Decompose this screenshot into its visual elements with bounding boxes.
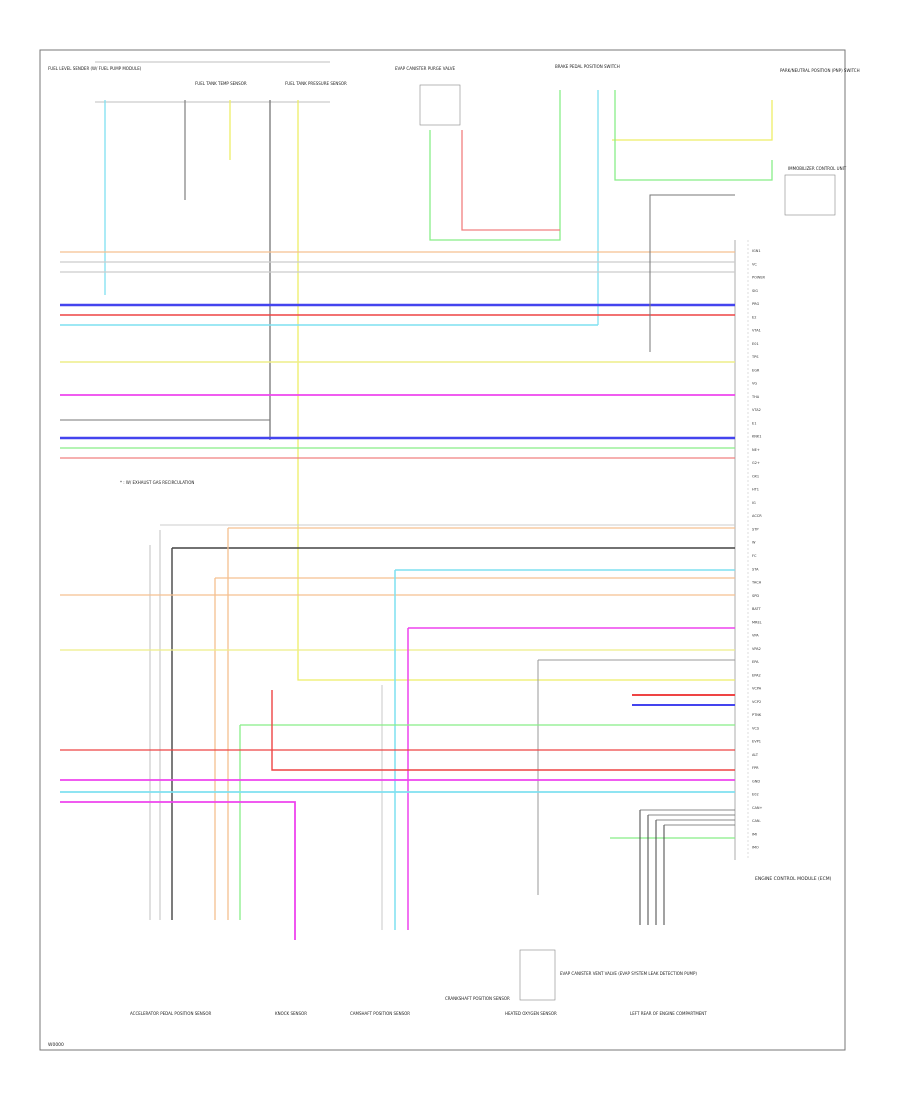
ecm-pin-label: FC <box>752 554 757 558</box>
ecm-pin-label: IG <box>752 501 756 505</box>
lower-harness <box>60 524 735 940</box>
ecm-pin-label: CAN+ <box>752 806 762 810</box>
oxygen-sensor-label: HEATED OXYGEN SENSOR <box>505 1011 557 1016</box>
ecm-pin-label: ALT <box>752 753 759 757</box>
ecm-pin-label: VCS <box>752 726 760 730</box>
ecm-label: ENGINE CONTROL MODULE (ECM) <box>755 876 832 882</box>
top-components: FUEL LEVEL SENDER (W/ FUEL PUMP MODULE) … <box>48 61 860 216</box>
ground-note: LEFT REAR OF ENGINE COMPARTMENT <box>630 1011 707 1016</box>
ecm-pin-label: E1 <box>752 421 756 425</box>
ecm-pin-label: VC <box>752 262 757 266</box>
cam-sensor-label: CAMSHAFT POSITION SENSOR <box>350 1011 410 1016</box>
crank-sensor-label: CRANKSHAFT POSITION SENSOR <box>445 996 510 1001</box>
ecm-pin-label: THA <box>751 395 760 399</box>
ecm-pin-label: VTA1 <box>752 329 761 333</box>
top-feed-wires <box>104 90 773 681</box>
evap-solenoid-box <box>519 949 556 1001</box>
ecm-pin-label: MREL <box>752 620 762 624</box>
ecm-pin-label: STA <box>752 567 759 571</box>
ecm-pin-label: E01 <box>752 342 759 346</box>
ecm-pin-label: VPA <box>752 634 759 638</box>
ecm-pin-label: IMI <box>752 833 757 837</box>
ecm-pin-label: EPA <box>752 660 759 664</box>
ecm-pin-label: POWER <box>752 276 766 280</box>
evap-canister-box <box>419 84 461 126</box>
ecm-pin-label: PTNK <box>752 713 762 717</box>
ecm-pin-label: NE+ <box>752 448 760 452</box>
ecm-pin-label: EGR <box>752 368 760 372</box>
ecm-pin-label: G2+ <box>752 461 760 465</box>
ecm-pin-label: W <box>752 541 756 545</box>
page-frame <box>39 49 846 1051</box>
ecm-pin-label: CAN- <box>752 819 761 823</box>
connector-note: * : W/ EXHAUST GAS RECIRCULATION <box>120 480 194 485</box>
ecm-pin-label: HT1 <box>752 488 759 492</box>
immobilizer-box <box>784 174 836 216</box>
ecm-pin-label: EVP1 <box>752 740 761 744</box>
evap-canister-label: EVAP CANISTER PURGE VALVE <box>395 66 455 71</box>
ecm-pin-label: OX1 <box>752 474 759 478</box>
ecm-pin-label: VG <box>752 382 757 386</box>
ecm-pin-label: GND <box>752 779 760 783</box>
evap-solenoid-label: EVAP CANISTER VENT VALVE (EVAP SYSTEM LE… <box>560 971 697 976</box>
knock-sensor-label: KNOCK SENSOR <box>275 1011 307 1016</box>
ecm-pin-label: SPD <box>752 594 759 598</box>
ecm-block: ENGINE CONTROL MODULE (ECM) <box>734 240 832 882</box>
ecm-pin-label: SIG <box>752 289 758 293</box>
ecm-pin-label: TACH <box>751 581 762 585</box>
ecm-pin-label: E02 <box>752 793 759 797</box>
immobilizer-label: IMMOBILIZER CONTROL UNIT <box>788 166 847 171</box>
brake-switch-label: BRAKE PEDAL POSITION SWITCH <box>555 64 620 69</box>
page-code: W0000 <box>48 1042 64 1048</box>
ecm-pin-label: PRG <box>752 302 760 306</box>
ecm-pin-label: VCPA <box>752 687 762 691</box>
ecm-pin-label: VTA2 <box>752 408 761 412</box>
ecm-pin-label: E2 <box>752 315 756 319</box>
ecm-pin-label: VCP2 <box>752 700 761 704</box>
ecm-pin-label: EPA2 <box>752 673 761 677</box>
fuel-tank-pressure-label: FUEL TANK PRESSURE SENSOR <box>285 81 347 86</box>
park-neutral-label: PARK/NEUTRAL POSITION (PNP) SWITCH <box>780 68 860 73</box>
ecm-pin-label: KNK1 <box>752 435 761 439</box>
ecm-pin-label: IMO <box>752 846 759 850</box>
accelerator-label: ACCELERATOR PEDAL POSITION SENSOR <box>130 1011 211 1016</box>
ecm-pin-label: TPS <box>751 355 759 359</box>
ecm-pin-label: FPR <box>752 766 759 770</box>
upper-harness <box>60 194 735 459</box>
ecm-pin-label: STP <box>752 528 758 532</box>
ecm-pin-label: VPA2 <box>752 647 761 651</box>
fuel-level-sender-label: FUEL LEVEL SENDER (W/ FUEL PUMP MODULE) <box>48 66 142 71</box>
fuel-tank-temp-label: FUEL TANK TEMP SENSOR <box>195 81 247 86</box>
ecm-pin-label: BATT <box>752 607 762 611</box>
ecm-pin-label: ACCR <box>752 514 762 518</box>
bottom-components: ACCELERATOR PEDAL POSITION SENSOR KNOCK … <box>130 949 707 1016</box>
ecm-pin-label: IGN1 <box>752 249 761 253</box>
